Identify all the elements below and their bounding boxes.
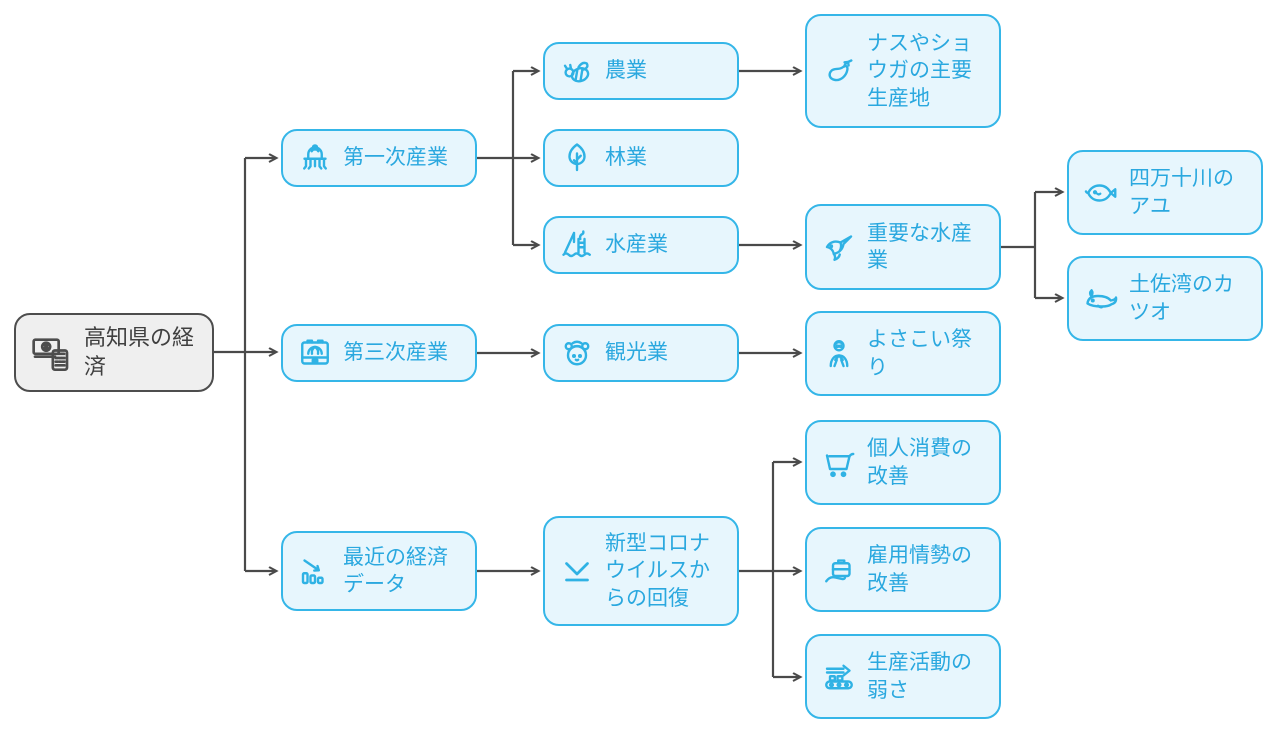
fishing-port-icon xyxy=(559,227,595,263)
ayu-fish-icon xyxy=(1083,175,1119,211)
node-katsuo[interactable]: 土佐湾のカツオ xyxy=(1067,256,1263,341)
kokeshi-face-icon xyxy=(559,335,595,371)
node-label: 雇用情勢の改善 xyxy=(867,544,972,595)
node-covid-recovery[interactable]: 新型コロナウイルスからの回復 xyxy=(543,516,739,626)
tiller-machine-icon xyxy=(297,140,333,176)
whale-icon xyxy=(1083,281,1119,317)
node-label: 最近の経済データ xyxy=(343,545,448,596)
eggplant-icon xyxy=(821,53,857,89)
shopping-cart-icon xyxy=(821,445,857,481)
node-label: 新型コロナウイルスからの回復 xyxy=(605,532,710,610)
bee-icon xyxy=(559,53,595,89)
node-tourism[interactable]: 観光業 xyxy=(543,324,739,382)
recovery-check-icon xyxy=(559,553,595,589)
node-label: 土佐湾のカツオ xyxy=(1129,273,1234,324)
node-produce-region[interactable]: ナスやショウガの主要生産地 xyxy=(805,14,1001,128)
dancer-icon xyxy=(821,336,857,372)
node-label: 第一次産業 xyxy=(343,146,448,170)
conveyor-belt-icon xyxy=(821,659,857,695)
node-label: 高知県の経済 xyxy=(84,324,195,379)
node-label: 重要な水産業 xyxy=(867,221,972,272)
node-production-weakness[interactable]: 生産活動の弱さ xyxy=(805,634,1001,719)
node-kochi-economy[interactable]: 高知県の経済 xyxy=(14,313,214,392)
node-consumption-improvement[interactable]: 個人消費の改善 xyxy=(805,420,1001,505)
node-forestry[interactable]: 林業 xyxy=(543,129,739,187)
hand-briefcase-icon xyxy=(821,552,857,588)
node-recent-economic-data[interactable]: 最近の経済データ xyxy=(281,531,477,611)
declining-chart-icon xyxy=(297,553,333,589)
node-important-fishery[interactable]: 重要な水産業 xyxy=(805,204,1001,290)
node-label: 林業 xyxy=(605,146,647,170)
node-tertiary-industry[interactable]: 第三次産業 xyxy=(281,324,477,382)
node-fishing-port[interactable]: 水産業 xyxy=(543,216,739,274)
node-label: 個人消費の改善 xyxy=(867,437,972,488)
node-ayu[interactable]: 四万十川のアユ xyxy=(1067,150,1263,235)
node-yosakoi[interactable]: よさこい祭り xyxy=(805,311,1001,396)
node-label: 水産業 xyxy=(605,233,668,257)
node-label: 四万十川のアユ xyxy=(1129,167,1234,218)
money-calculator-icon xyxy=(30,333,74,373)
node-employment-improvement[interactable]: 雇用情勢の改善 xyxy=(805,527,1001,612)
tree-icon xyxy=(559,140,595,176)
fish-icon xyxy=(821,229,857,265)
node-label: 観光業 xyxy=(605,341,668,365)
node-label: よさこい祭り xyxy=(867,328,972,379)
node-agriculture[interactable]: 農業 xyxy=(543,42,739,100)
node-label: 生産活動の弱さ xyxy=(867,651,972,702)
node-primary-industry[interactable]: 第一次産業 xyxy=(281,129,477,187)
node-label: ナスやショウガの主要生産地 xyxy=(867,32,972,110)
node-label: 第三次産業 xyxy=(343,341,448,365)
node-label: 農業 xyxy=(605,59,647,83)
open-suitcase-icon xyxy=(297,335,333,371)
